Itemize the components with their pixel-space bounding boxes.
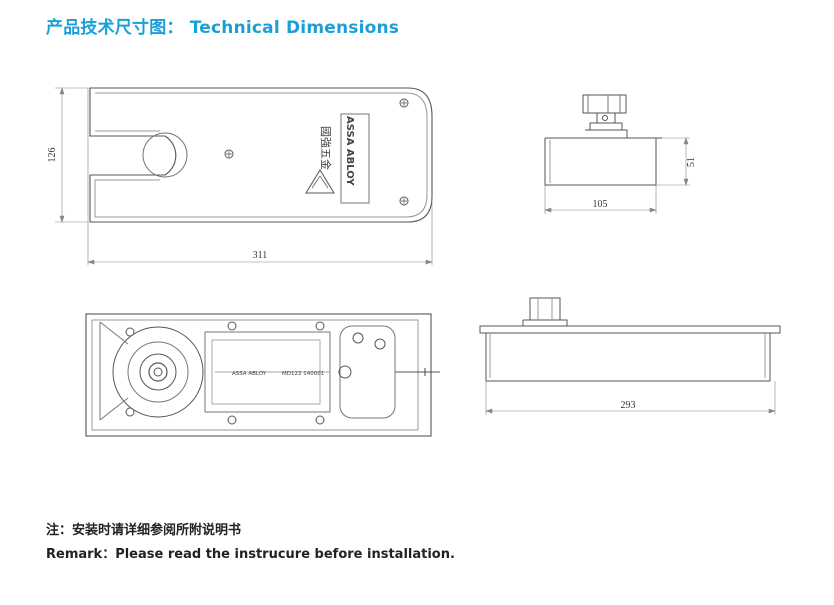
dim-label-51: 51 xyxy=(686,157,697,167)
brand-badge-frame xyxy=(340,113,370,204)
screw-icon xyxy=(224,149,234,159)
page-title: 产品技术尺寸图： Technical Dimensions xyxy=(46,18,400,38)
model-mark: MD122 140001 xyxy=(282,371,324,377)
screw-icon xyxy=(399,196,409,206)
dimension-lines-top xyxy=(55,87,433,265)
brand-mark: ASSA ABLOY xyxy=(344,116,355,186)
dimension-lines-front xyxy=(485,381,776,415)
front-view-long xyxy=(479,297,781,382)
side-view-small xyxy=(544,94,662,186)
dim-label-105: 105 xyxy=(593,199,608,210)
dim-label-311: 311 xyxy=(253,250,268,261)
triangle-logo-icon xyxy=(305,169,335,194)
dim-label-293: 293 xyxy=(621,400,636,411)
dimension-lines-side xyxy=(544,137,690,214)
bottom-view-mechanism xyxy=(85,313,440,437)
top-view-cover-plate xyxy=(89,87,433,223)
screw-icon xyxy=(399,98,409,108)
installation-note-zh: 注：安装时请详细参阅所附说明书 xyxy=(46,523,242,538)
cn-brand-mark: 國強五金 xyxy=(319,126,333,170)
brand-mark-mechanism: ASSA ABLOY xyxy=(232,371,267,377)
dim-label-126: 126 xyxy=(47,148,58,163)
installation-note-en: Remark：Please read the instrucure before… xyxy=(46,547,455,562)
